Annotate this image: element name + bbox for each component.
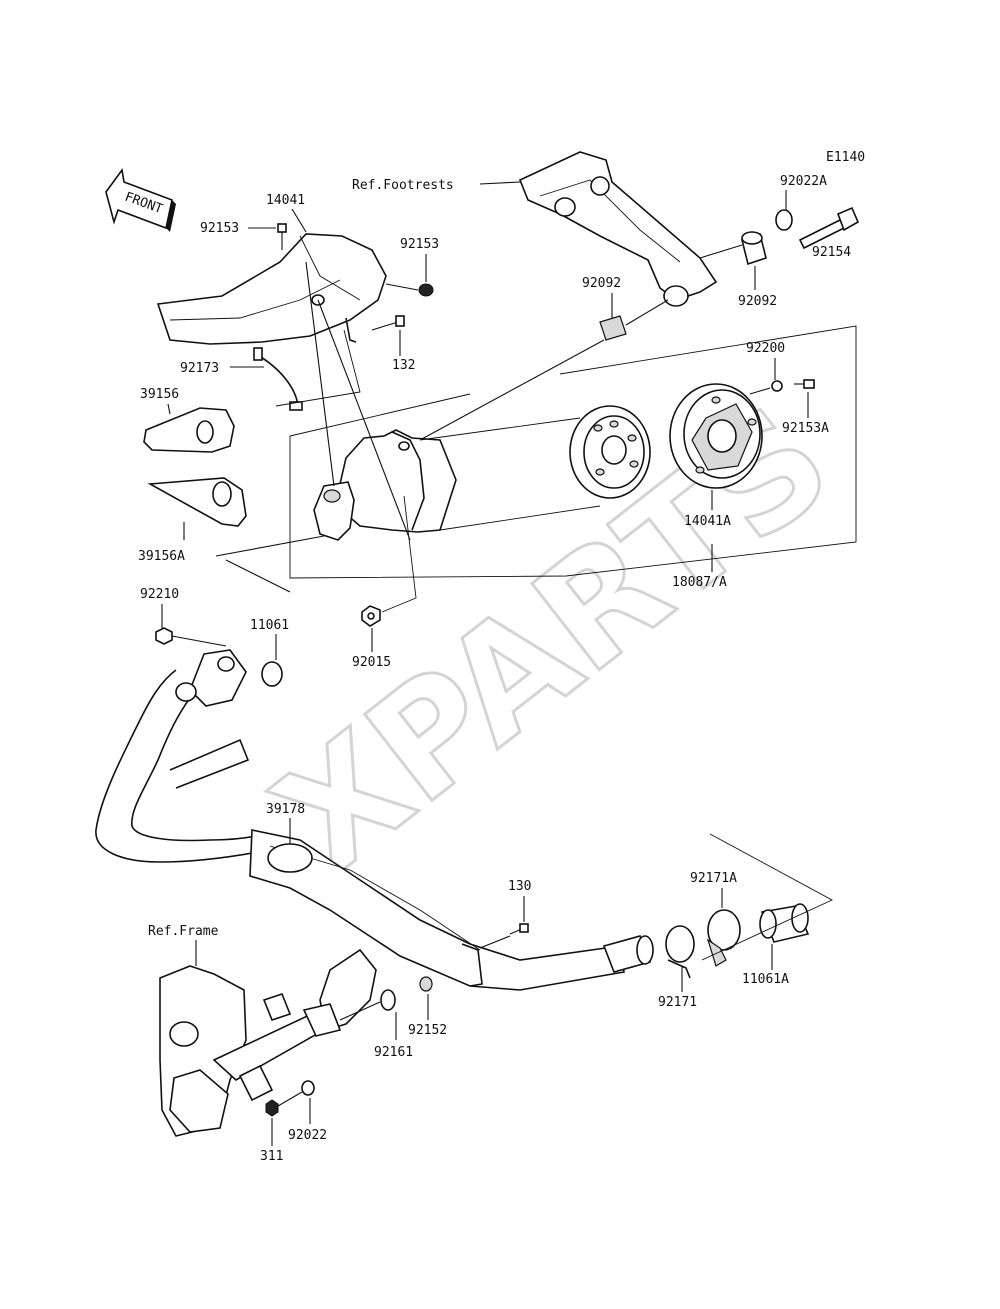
part-18087-muffler-body: [313, 429, 457, 541]
part-92092-left-collar: [599, 315, 627, 341]
part-label-11061A: 11061A: [742, 972, 789, 987]
part-label-92092-right: 92092: [738, 294, 777, 309]
leader-14041: [291, 208, 307, 233]
part-label-92022: 92022: [288, 1128, 327, 1143]
ref-footrests-label: Ref.Footrests: [352, 178, 454, 193]
front-arrow-icon: FRONT: [105, 167, 176, 232]
part-92092-right-collar: [741, 231, 767, 266]
part-14041A-outer-cap: [669, 383, 763, 489]
part-label-92153A: 92153A: [782, 421, 829, 436]
part-92022-washer: [301, 1080, 315, 1096]
part-39156A-plate: [147, 477, 247, 527]
part-39178-exhaust-pipe: [95, 649, 654, 991]
watermark: XPARTS: [244, 371, 864, 909]
part-92153-top-bolt: [277, 223, 287, 250]
assembly-line-311: [277, 1091, 303, 1107]
part-11061-gasket: [261, 661, 283, 687]
assembly-line-collar: [625, 299, 669, 326]
part-label-92171: 92171: [658, 995, 697, 1010]
part-label-92154: 92154: [812, 245, 851, 260]
part-label-92092-left: 92092: [582, 276, 621, 291]
assembly-line-92200: [749, 387, 771, 395]
part-label-92153-right: 92153: [400, 237, 439, 252]
part-label-14041A: 14041A: [684, 514, 731, 529]
assembly-line-39156A-b: [225, 559, 291, 593]
part-92154-bolt: [798, 206, 860, 250]
part-92015-nut: [361, 605, 381, 627]
assembly-line-130: [479, 935, 511, 949]
part-label-92152: 92152: [408, 1023, 447, 1038]
assembly-line-92153-right: [385, 283, 419, 291]
part-92161-damper: [380, 989, 396, 1011]
diagram-code: E1140: [826, 150, 865, 165]
part-label-11061: 11061: [250, 618, 289, 633]
leader-39156: [167, 403, 171, 415]
assembly-line-92161: [339, 1001, 381, 1021]
part-label-92153-top: 92153: [200, 221, 239, 236]
assembly-line-92210: [171, 635, 227, 647]
muffler-assembly-box: [289, 325, 857, 579]
part-39156-plate: [143, 407, 235, 453]
part-label-39156: 39156: [140, 387, 179, 402]
part-label-14041: 14041: [266, 193, 305, 208]
part-label-92210: 92210: [140, 587, 179, 602]
part-label-311: 311: [260, 1149, 283, 1164]
part-label-130: 130: [508, 879, 531, 894]
frame-reference: [159, 948, 377, 1137]
footrest-bracket: [518, 151, 718, 307]
part-311-nut: [265, 1099, 279, 1117]
part-92171A-clamp: [706, 909, 741, 967]
ref-footrests-leader: [479, 181, 521, 185]
part-label-39178: 39178: [266, 802, 305, 817]
part-11061A-sleeve: [759, 903, 810, 943]
assembly-bracket-92173: [275, 329, 361, 407]
part-label-92200: 92200: [746, 341, 785, 356]
part-130-bolt: [509, 923, 529, 935]
part-label-92173: 92173: [180, 361, 219, 376]
part-14041A-inner-cap: [569, 405, 651, 499]
part-label-92022A: 92022A: [780, 174, 827, 189]
assembly-line-92015: [381, 495, 417, 613]
part-92171-clamp: [665, 925, 695, 979]
part-92200-nut: [771, 380, 783, 392]
assembly-bracket-11061A: [701, 833, 834, 961]
assembly-line-14041-b: [317, 299, 411, 541]
ref-frame-label: Ref.Frame: [148, 924, 219, 939]
part-label-92015: 92015: [352, 655, 391, 670]
part-14041-heat-cover: [156, 233, 387, 345]
part-label-39156A: 39156A: [138, 549, 185, 564]
part-92173-clamp-band: [253, 347, 303, 411]
part-132-bolt: [371, 315, 405, 331]
assembly-line-collar-muffler: [419, 339, 605, 441]
part-92153-right-nut: [418, 283, 434, 297]
part-label-132: 132: [392, 358, 415, 373]
muffler-outline-lines: [419, 417, 601, 531]
part-92210-nut: [155, 627, 173, 645]
part-92022A-washer: [775, 209, 793, 231]
part-label-92171A: 92171A: [690, 871, 737, 886]
assembly-line-footrest: [699, 244, 743, 259]
assembly-line-14041-a: [305, 261, 335, 487]
part-label-18087A: 18087/A: [672, 575, 727, 590]
part-92153A-bolt: [794, 379, 815, 389]
watermark-text: XPARTS: [245, 373, 862, 908]
part-label-92161: 92161: [374, 1045, 413, 1060]
assembly-line-39156A-a: [215, 535, 325, 557]
part-92152-collar: [419, 976, 433, 992]
